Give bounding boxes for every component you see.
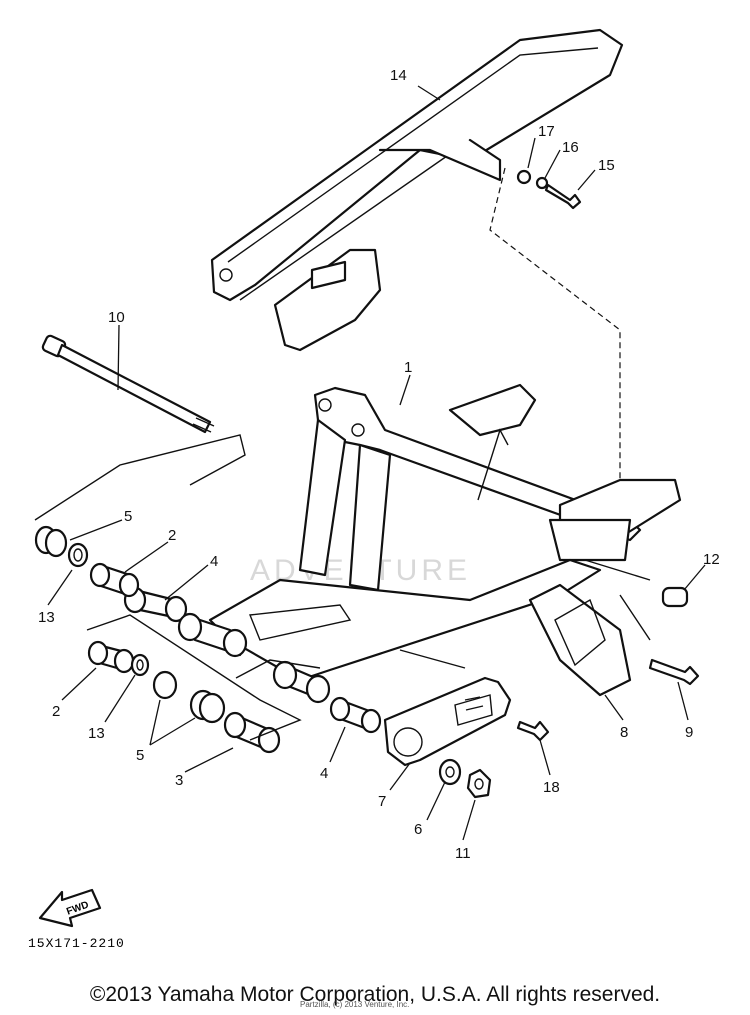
- callout-10: 10: [108, 309, 125, 326]
- callout-5a: 5: [124, 508, 132, 525]
- callout-5b: 5: [136, 747, 144, 764]
- callout-9: 9: [685, 724, 693, 741]
- part-code: 15X171-2210: [28, 936, 125, 951]
- chain-guide-8: [528, 583, 632, 697]
- callout-17: 17: [538, 123, 555, 140]
- callout-2a: 2: [168, 527, 176, 544]
- bushing-4-right: [329, 696, 382, 734]
- fwd-arrow-icon: FWD: [38, 888, 102, 928]
- bushing-2-top: [89, 562, 140, 598]
- bushing-2-bottom: [87, 640, 135, 674]
- seal-13-top: [67, 542, 89, 568]
- pivot-shaft-10: [41, 334, 215, 434]
- grommet-17: [516, 169, 532, 185]
- right-pivot-boss: [272, 660, 331, 704]
- callout-8: 8: [620, 724, 628, 741]
- callout-11: 11: [455, 845, 471, 862]
- callout-6: 6: [414, 821, 422, 838]
- seal-13-bottom: [130, 653, 150, 677]
- bolt-9: [648, 658, 700, 686]
- callout-16: 16: [562, 139, 579, 156]
- callout-15: 15: [598, 157, 615, 174]
- copyright-text: ©2013 Yamaha Motor Corporation, U.S.A. A…: [89, 983, 661, 1006]
- cap-5-bottom-a: [152, 670, 178, 700]
- callout-7: 7: [378, 793, 386, 810]
- callout-4b: 4: [320, 765, 328, 782]
- callout-14: 14: [390, 67, 407, 84]
- callout-4a: 4: [210, 553, 218, 570]
- callout-12: 12: [703, 551, 720, 568]
- small-print: Partzilla, (c) 2013 Venture, Inc.: [300, 1000, 410, 1009]
- cap-5-bottom-b: [189, 689, 226, 724]
- callout-1: 1: [404, 359, 412, 376]
- callout-3: 3: [175, 772, 183, 789]
- bolt-18: [516, 720, 550, 742]
- arm-7: [383, 676, 512, 767]
- pivot-boss: [177, 612, 248, 658]
- bolt-15: [544, 183, 582, 210]
- bushing-3: [223, 711, 281, 754]
- bushing-4-left: [123, 586, 188, 623]
- swingarm-1: [208, 383, 682, 682]
- cap-12: [661, 586, 689, 608]
- chain-case-part: [210, 28, 624, 352]
- callout-2b: 2: [52, 703, 60, 720]
- nut-11: [466, 768, 492, 799]
- leader-lines: [47, 85, 706, 841]
- callout-18: 18: [543, 779, 560, 796]
- washer-16: [535, 176, 549, 190]
- cap-5-top: [34, 525, 68, 558]
- callout-13b: 13: [88, 725, 105, 742]
- washer-6: [438, 758, 462, 786]
- callout-13a: 13: [38, 609, 55, 626]
